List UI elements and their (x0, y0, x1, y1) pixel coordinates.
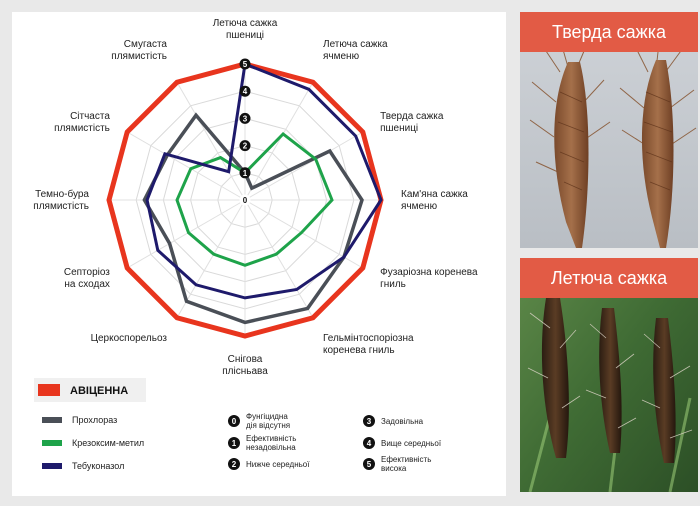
legend-label: Тебуконазол (72, 461, 124, 471)
photo-bottom-title: Летюча сажка (520, 258, 698, 298)
photo-top-title: Тверда сажка (520, 12, 698, 52)
series-line-0 (106, 61, 384, 339)
scale-legend-marker (363, 458, 375, 470)
scale-legend-marker (228, 437, 240, 449)
radar-series (106, 61, 384, 339)
photo-tverda-sazhka: Тверда сажка (520, 12, 698, 248)
scale-legend-number: 4 (367, 439, 372, 448)
series-line-2 (175, 131, 334, 267)
legend-label: АВІЦЕННА (70, 385, 128, 397)
axis-label: Церкоспорельоз (91, 333, 168, 344)
scale-tick-marker (239, 112, 251, 124)
scale-legend-text: Вище середньої (381, 439, 442, 448)
scale-tick-marker (239, 58, 251, 70)
radar-scale-ticks: 0 1 2 3 4 5 (239, 58, 251, 206)
scale-legend-number: 1 (232, 439, 237, 448)
scale-legend-marker (363, 437, 375, 449)
series-line-1 (142, 112, 364, 325)
legend-label: Крезоксим-метил (72, 438, 144, 448)
scale-tick-label: 1 (243, 169, 248, 178)
scale-tick-label: 0 (243, 196, 248, 205)
scale-legend-number: 2 (232, 460, 237, 469)
scale-legend-marker (228, 458, 240, 470)
scale-tick-label: 2 (243, 142, 248, 151)
series-line-3 (145, 61, 383, 300)
grid-spoke (126, 131, 246, 201)
grid-spoke (176, 81, 246, 201)
chart-legend: АВІЦЕННА ПрохлоразКрезоксим-метилТебукона… (34, 378, 146, 471)
scale-legend-text: Задовільна (381, 417, 424, 426)
grid-spoke (244, 199, 314, 319)
legend-swatch (42, 440, 62, 446)
legend-swatch (42, 463, 62, 469)
legend-swatch (42, 417, 62, 423)
scale-tick-label: 3 (243, 114, 248, 123)
scale-legend-marker (228, 415, 240, 427)
scale-legend-marker (363, 415, 375, 427)
grid-spoke (126, 199, 246, 269)
scale-tick-label: 5 (243, 60, 248, 69)
scale-legend-number: 3 (367, 417, 372, 426)
scale-tick-marker (239, 140, 251, 152)
scale-tick-label: 4 (243, 87, 248, 96)
scale-tick-marker (239, 85, 251, 97)
scale-legend-number: 5 (367, 460, 372, 469)
scale-legend-text: Нижче середньої (246, 460, 310, 469)
legend-label: Прохлораз (72, 415, 117, 425)
grid-spoke (176, 199, 246, 319)
grid-spoke (244, 131, 364, 201)
scale-legend-number: 0 (232, 417, 237, 426)
scale-tick-marker (239, 167, 251, 179)
scale-tick-marker (239, 194, 251, 206)
legend-swatch (38, 384, 60, 396)
photo-letiucha-sazhka: Летюча сажка (520, 258, 698, 492)
grid-spoke (244, 81, 314, 201)
